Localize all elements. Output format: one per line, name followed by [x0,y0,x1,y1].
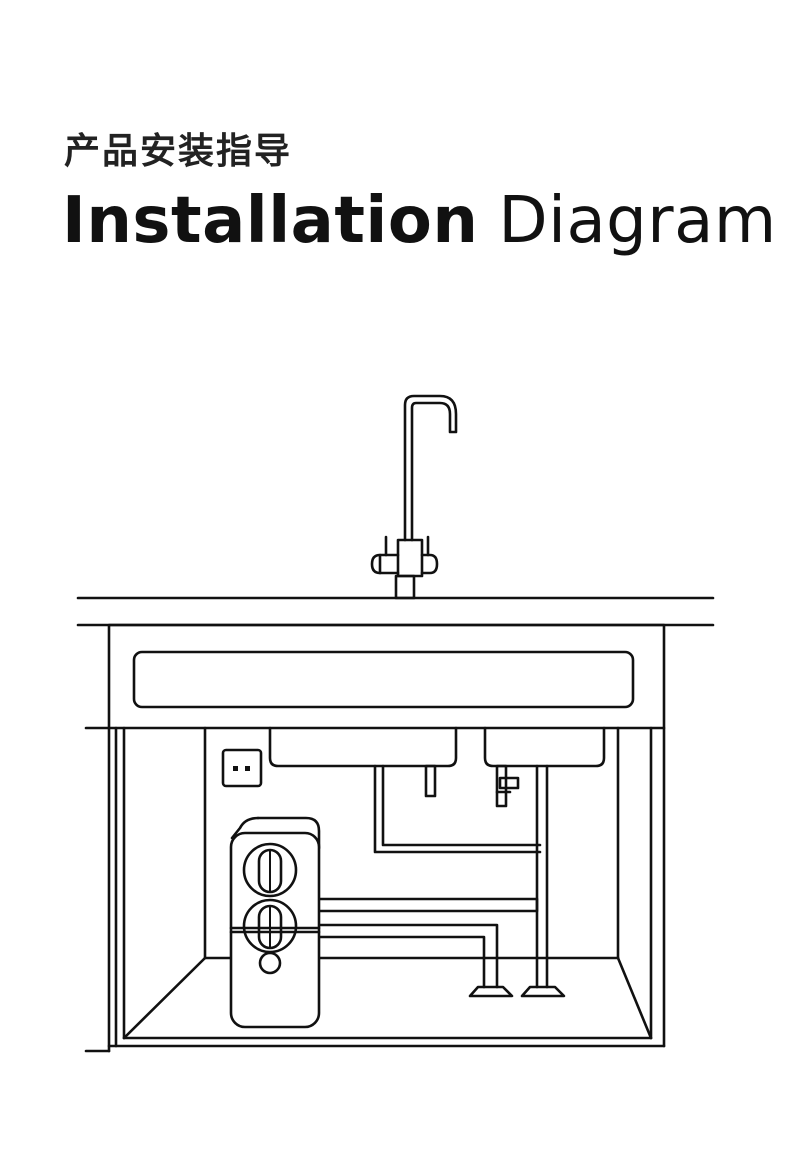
cabinet-body [84,726,666,1053]
faucet-spout [403,394,458,542]
faucet-left-handle [370,553,400,575]
countertop [76,596,715,627]
floor-flange-right [520,985,566,998]
title-light: Diagram [498,184,777,258]
subtitle-chinese: 产品安装指导 [64,131,293,172]
purifier-body [229,831,321,1029]
cabinet-top-panel [107,623,666,730]
page-title: Installation Diagram [62,186,777,256]
drawer-front [132,650,635,709]
sink-basins [268,726,606,808]
faucet-base [394,574,416,600]
faucet-right-handle [420,553,439,575]
sink-basin-left [268,726,458,768]
power-outlet [221,748,263,788]
pipes [311,764,566,998]
sink-basin-right [483,726,606,768]
purifier-top [256,816,321,850]
water-purifier [229,816,321,1029]
faucet-body [396,538,424,578]
title-bold: Installation [62,184,479,258]
floor-flange-left [468,985,514,998]
faucet [370,394,458,600]
